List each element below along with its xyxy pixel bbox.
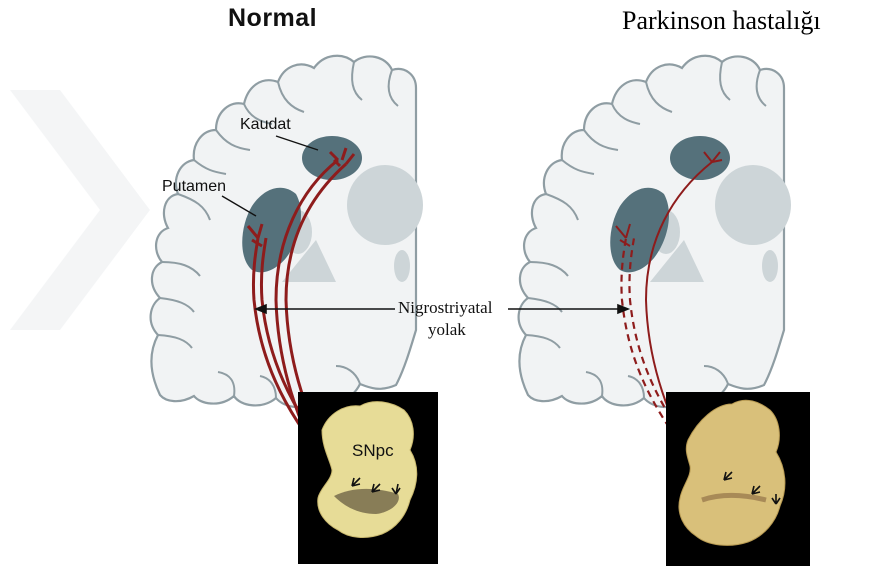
label-snpc: SNpc — [352, 441, 394, 461]
brain-section-normal — [151, 56, 438, 564]
snpc-photo-parkinson — [666, 392, 810, 566]
small-structure-parkinson — [762, 250, 778, 282]
snpc-photo-normal — [298, 392, 438, 564]
midbrain-tissue-normal — [318, 402, 417, 538]
watermark — [10, 90, 150, 330]
label-putamen: Putamen — [162, 178, 226, 196]
label-pathway-line1: Nigrostriyatal — [398, 298, 492, 318]
brain-section-parkinson — [519, 56, 810, 566]
caudate-normal — [302, 136, 362, 180]
title-normal: Normal — [228, 4, 317, 33]
thalamus-parkinson — [715, 165, 791, 245]
title-parkinson: Parkinson hastalığı — [622, 6, 821, 36]
label-pathway-line2: yolak — [428, 320, 466, 340]
thalamus-normal — [347, 165, 423, 245]
label-caudate: Kaudat — [240, 116, 291, 134]
small-structure-normal — [394, 250, 410, 282]
